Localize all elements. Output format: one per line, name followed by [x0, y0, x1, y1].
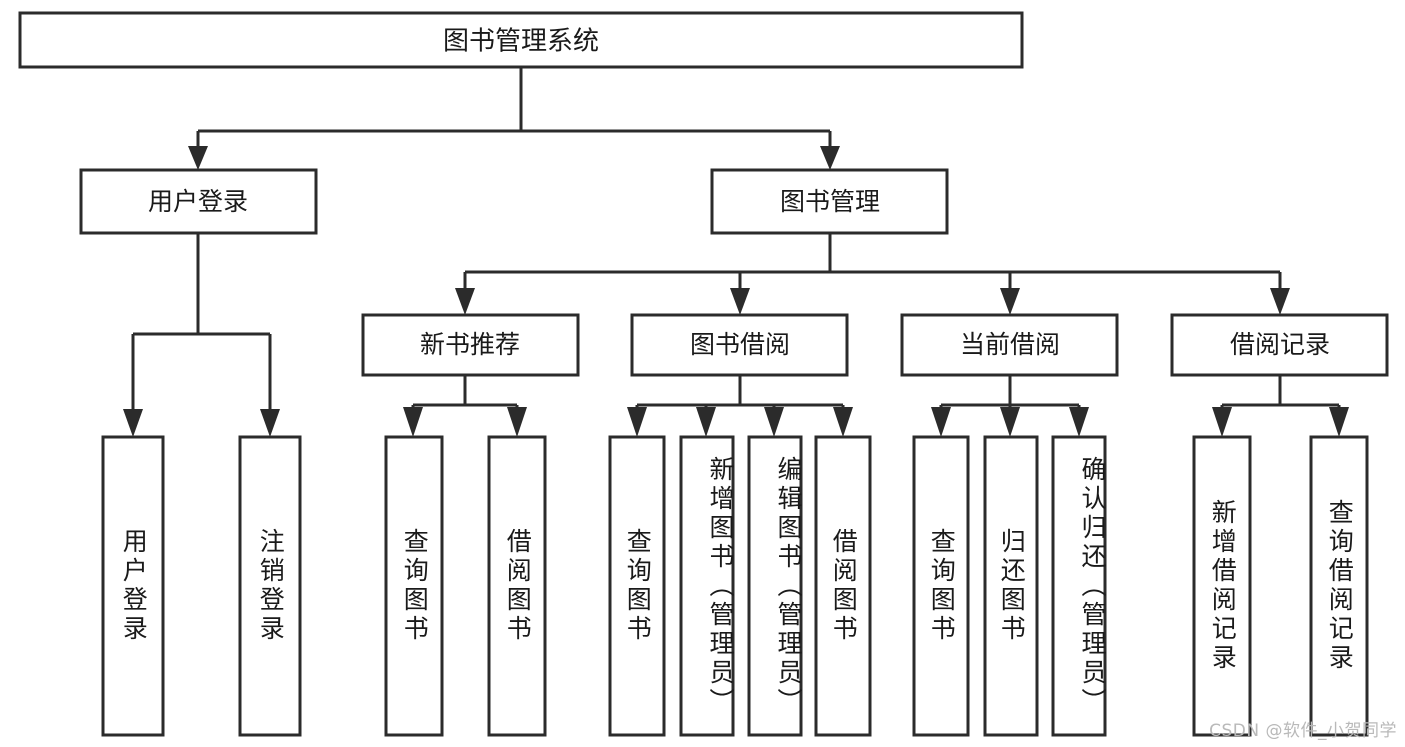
leaf-borrow-book-2-box[interactable] [814, 435, 872, 737]
node-book-borrow[interactable]: 图书借阅 [630, 313, 849, 377]
arrowhead-leaf-user-login [123, 409, 143, 437]
node-current-borrow-label: 当前借阅 [960, 330, 1060, 359]
leaf-user-logout-box[interactable] [238, 435, 302, 737]
leaf-add-book-box[interactable] [679, 435, 735, 737]
leaf-box-layer [101, 435, 1369, 737]
node-current-borrow[interactable]: 当前借阅 [900, 313, 1119, 377]
node-new-book-rec-label: 新书推荐 [420, 330, 520, 359]
leaf-return-book-box[interactable] [983, 435, 1039, 737]
node-book-borrow-label: 图书借阅 [690, 330, 790, 359]
connector-layer [123, 67, 1349, 437]
arrowhead-leaf-query-book-1 [403, 407, 423, 437]
node-new-book-rec-box[interactable] [361, 313, 580, 377]
arrowhead-leaf-query-book-3 [931, 407, 951, 437]
arrowhead-borrow-record [1270, 288, 1290, 315]
leaf-borrow-book-1-box[interactable] [487, 435, 547, 737]
watermark-text: CSDN @软件_小贺同学 [1209, 721, 1397, 741]
node-new-book-rec[interactable]: 新书推荐 [361, 313, 580, 377]
arrowhead-leaf-borrow-book-1 [507, 407, 527, 437]
leaf-edit-book-box[interactable] [747, 435, 803, 737]
arrowhead-leaf-add-record [1212, 407, 1232, 437]
node-book-manage-box[interactable] [710, 168, 949, 235]
node-borrow-record-box[interactable] [1170, 313, 1389, 377]
node-root[interactable]: 图书管理系统 [18, 11, 1024, 69]
arrowhead-user-login [188, 146, 208, 170]
leaf-user-login-box[interactable] [101, 435, 165, 737]
leaf-query-book-2-box[interactable] [608, 435, 666, 737]
node-root-label: 图书管理系统 [443, 27, 599, 57]
node-borrow-record-label: 借阅记录 [1230, 330, 1330, 359]
leaf-query-book-3-box[interactable] [912, 435, 970, 737]
node-borrow-record[interactable]: 借阅记录 [1170, 313, 1389, 377]
arrowhead-leaf-query-book-2 [627, 407, 647, 437]
node-root-box[interactable] [18, 11, 1024, 69]
node-user-login[interactable]: 用户登录 [79, 168, 318, 235]
arrowhead-book-manage [820, 146, 840, 170]
node-book-manage[interactable]: 图书管理 [710, 168, 949, 235]
leaf-query-record-box[interactable] [1309, 435, 1369, 737]
arrowhead-leaf-add-book [696, 407, 716, 437]
node-book-borrow-box[interactable] [630, 313, 849, 377]
arrowhead-leaf-return-book [1000, 407, 1020, 437]
arrowhead-book-borrow [730, 288, 750, 315]
node-book-manage-label: 图书管理 [780, 187, 880, 216]
arrowhead-leaf-query-record [1329, 407, 1349, 437]
leaf-query-book-1-box[interactable] [384, 435, 444, 737]
node-user-login-box[interactable] [79, 168, 318, 235]
arrowhead-leaf-borrow-book-2 [833, 407, 853, 437]
arrowhead-leaf-user-logout [260, 409, 280, 437]
leaf-confirm-return-box[interactable] [1051, 435, 1107, 737]
node-user-login-label: 用户登录 [148, 187, 248, 216]
arrowhead-new-book-rec [455, 288, 475, 315]
node-current-borrow-box[interactable] [900, 313, 1119, 377]
leaf-add-record-box[interactable] [1192, 435, 1252, 737]
arrowhead-current-borrow [1000, 288, 1020, 315]
arrowhead-leaf-edit-book [764, 407, 784, 437]
arrowhead-leaf-confirm-return [1069, 407, 1089, 437]
